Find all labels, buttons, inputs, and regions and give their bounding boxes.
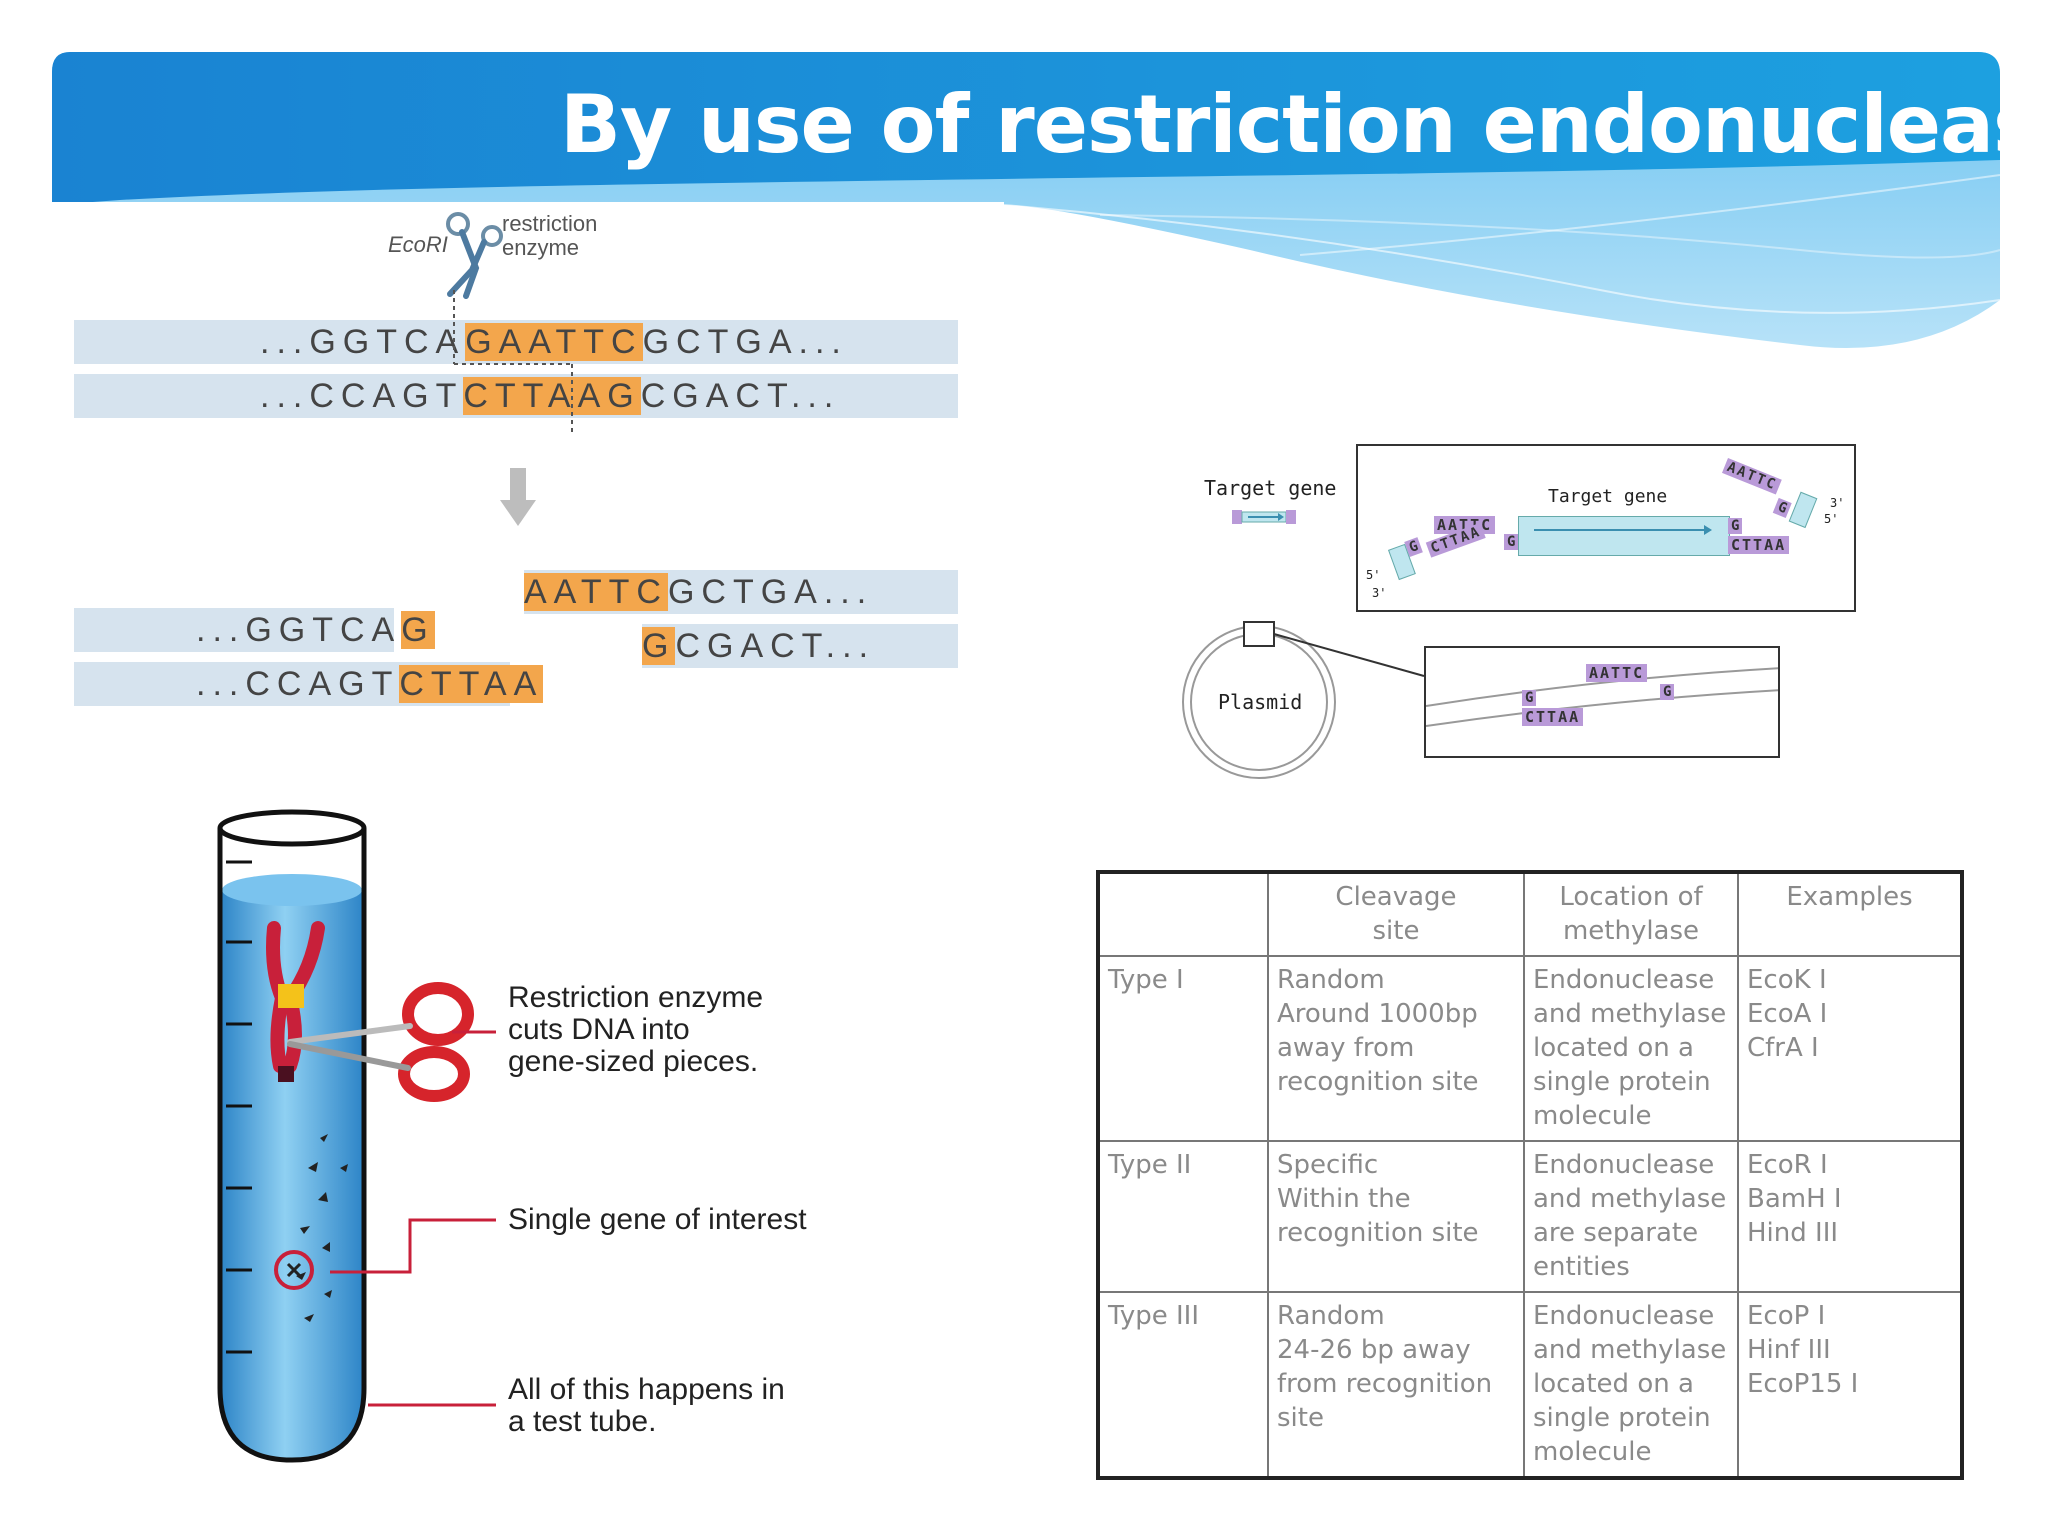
type-cell: Type II <box>1097 1139 1269 1293</box>
fragment-left-bottom: ...CCAGTCTTAA <box>196 665 544 703</box>
fragment-right-top: AATTCGCTGA... <box>524 573 874 611</box>
examples-cell: EcoR I BamH I Hind III <box>1737 1139 1963 1293</box>
plasmid-label: Plasmid <box>1218 690 1303 714</box>
table-header-examples: Examples <box>1737 871 1963 957</box>
left-g-base: G <box>1504 534 1519 550</box>
table-header-cleavage: Cleavage site <box>1267 871 1525 957</box>
cleavage-cell: Specific Within the recognition site <box>1267 1139 1525 1293</box>
location-cell: Endonuclease and methylase located on a … <box>1523 1290 1739 1480</box>
cleavage-cell: Random Around 1000bp away from recogniti… <box>1267 954 1525 1142</box>
examples-cell: EcoK I EcoA I CfrA I <box>1737 954 1963 1142</box>
table-row: Type I Random Around 1000bp away from re… <box>1097 954 1963 1142</box>
cleavage-cell: Random 24-26 bp away from recognition si… <box>1267 1290 1525 1480</box>
scissors-red-icon <box>287 982 474 1102</box>
target-gene-icon <box>1232 510 1296 524</box>
down-arrow-icon <box>500 468 536 526</box>
fragment-right-bottom-band <box>642 624 958 668</box>
location-cell: Endonuclease and methylase are separate … <box>1523 1139 1739 1293</box>
restriction-enzyme-label: restriction enzyme <box>502 211 598 260</box>
gene-arrow-icon <box>1534 525 1712 535</box>
table-header-empty <box>1097 871 1269 957</box>
title-banner <box>52 52 2001 360</box>
label-gene-of-interest: Single gene of interest <box>508 1203 807 1236</box>
label-enzyme-cuts: Restriction enzyme cuts DNA into gene-si… <box>508 981 764 1078</box>
right-cttaa-seq: CTTAA <box>1728 536 1790 554</box>
target-gene-label: Target gene <box>1204 476 1337 500</box>
dna-top-strand: ...GGTCAGAATTCGCTGA... <box>260 323 848 361</box>
target-gene-inner-label: Target gene <box>1548 486 1668 507</box>
examples-cell: EcoP I Hinf III EcoP15 I <box>1737 1290 1963 1480</box>
callout-lines <box>330 1030 496 1407</box>
gene-insert-box: Target gene AATTC G G CTTAA G CTTAA 5' 3… <box>1356 444 1856 612</box>
location-cell: Endonuclease and methylase located on a … <box>1523 954 1739 1142</box>
plasmid-backbone <box>1426 667 1778 727</box>
restriction-enzyme-table: Cleavage site Location of methylase Exam… <box>1096 870 1964 1480</box>
left-5-end: 5' <box>1366 568 1381 582</box>
table-row: Type II Specific Within the recognition … <box>1097 1139 1963 1293</box>
type-cell: Type I <box>1097 954 1269 1142</box>
target-gene-bar <box>1518 516 1730 556</box>
test-tube-icon <box>217 809 367 1463</box>
ecori-label: EcoRI <box>388 232 448 257</box>
dna-bottom-strand: ...CCAGTCTTAAGCGACT... <box>260 377 841 415</box>
fragment-right-bottom: GCGACT... <box>642 627 876 665</box>
cut-lines <box>453 290 573 435</box>
right-g-base: G <box>1728 518 1743 534</box>
fragment-left-top: ...GGTCAG <box>196 611 435 649</box>
plasmid-ring <box>1182 621 1425 779</box>
plasmid-zoom-box: AATTC G G CTTAA <box>1424 646 1780 758</box>
type-cell: Type III <box>1097 1290 1269 1480</box>
right-5-end: 5' <box>1824 512 1839 526</box>
table-row: Type III Random 24-26 bp away from recog… <box>1097 1290 1963 1480</box>
slide-title: By use of restriction endonucleases <box>560 78 2048 171</box>
table-header-row: Cleavage site Location of methylase Exam… <box>1097 871 1963 957</box>
label-test-tube: All of this happens in a test tube. <box>508 1373 785 1438</box>
table-header-location: Location of methylase <box>1523 871 1739 957</box>
fragment-left-top-band <box>74 608 394 652</box>
scissors-icon <box>446 212 503 299</box>
right-3-end: 3' <box>1830 496 1845 510</box>
left-3-end: 3' <box>1372 586 1387 600</box>
